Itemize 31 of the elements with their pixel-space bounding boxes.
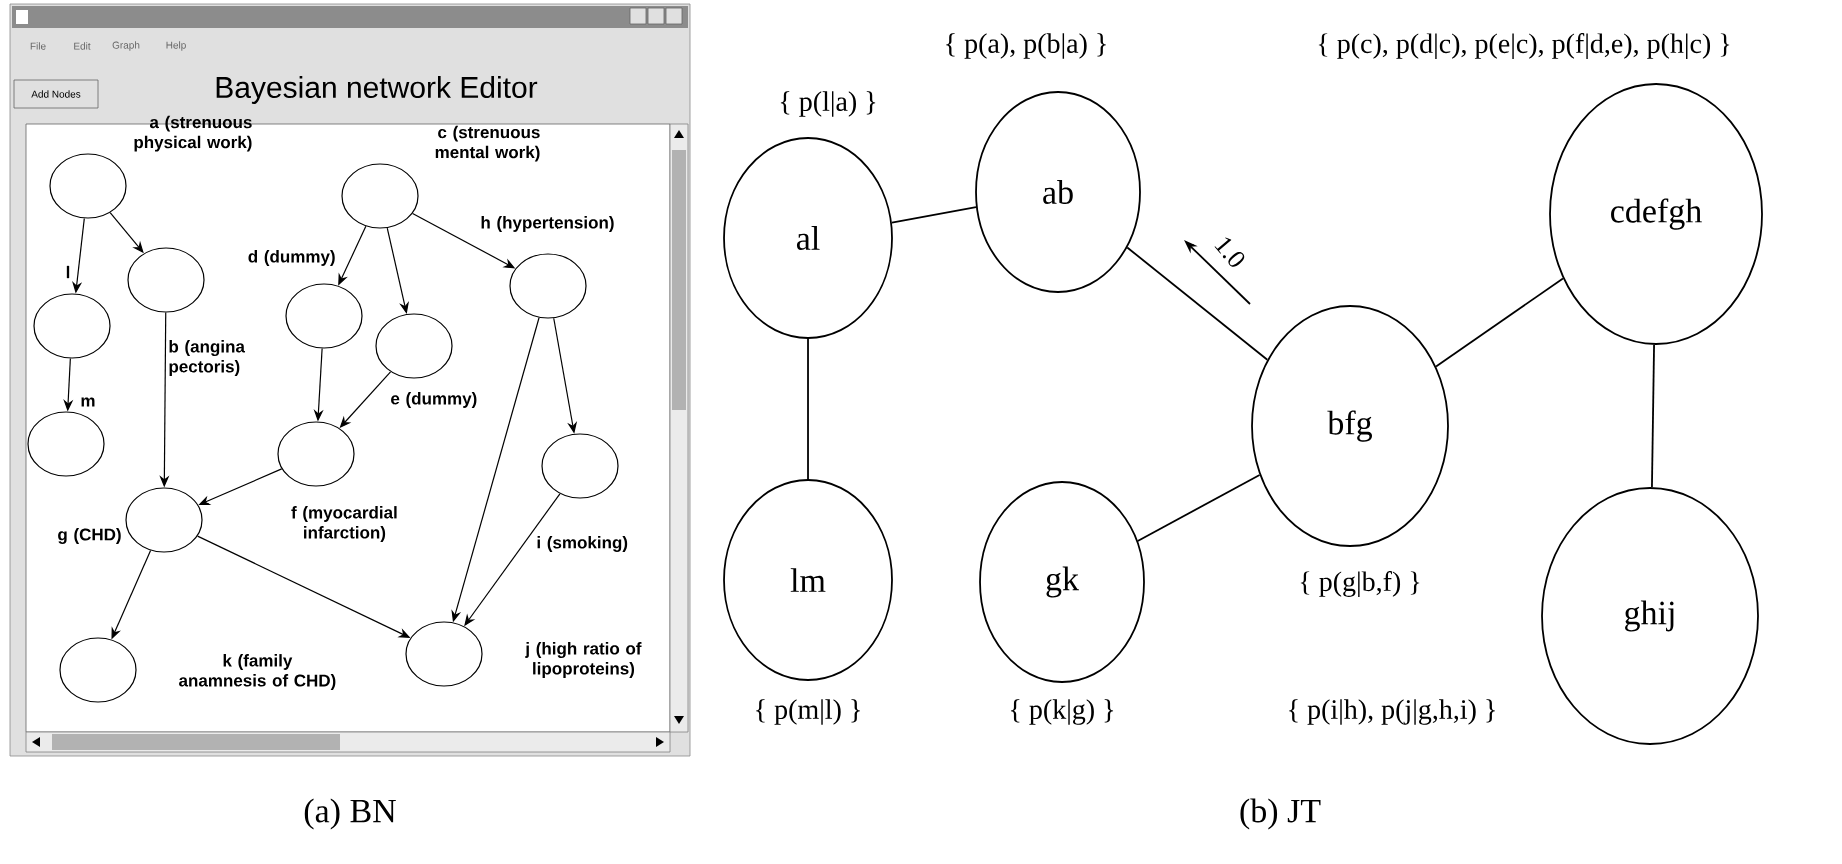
node-label: k (family anamnesis of CHD) — [179, 654, 336, 690]
probability-set: { p(l|a) } — [780, 91, 876, 117]
window-heading: Bayesian network Editor — [216, 76, 538, 104]
probability-set: { p(i|h), p(j|g,h,i) } — [1289, 699, 1495, 725]
connector-line — [1651, 344, 1655, 489]
node-label: c (strenuous mental work) — [435, 125, 540, 162]
node-label: m — [81, 397, 95, 407]
node-label: j (high ratio of lipoproteins) — [525, 642, 642, 678]
node-label: f (myocardial infarction) — [291, 506, 397, 542]
connector-line — [1435, 277, 1564, 368]
connector-line — [891, 206, 977, 224]
node-label: h (hypertension) — [481, 216, 614, 232]
caption: (a) BN — [304, 798, 396, 830]
probability-set: { p(m|l) } — [756, 699, 860, 725]
probability-set: { p(c), p(d|c), p(e|c), p(f|d,e), p(h|c) } — [1318, 33, 1730, 59]
arrow-label: 1.0 — [1214, 237, 1245, 267]
node-label: g (CHD) — [58, 528, 121, 544]
node-label: a (strenuous physical work) — [134, 115, 252, 152]
node-label: e (dummy) — [391, 392, 477, 408]
probability-set: { p(g|b,f) } — [1300, 571, 1420, 597]
probability-set: { p(a), p(b|a) } — [946, 33, 1106, 59]
connector-line — [1126, 246, 1269, 361]
connector-line — [1136, 474, 1261, 542]
probability-set: { p(k|g) } — [1011, 699, 1114, 725]
caption: (b) JT — [1240, 798, 1321, 830]
node-label: i (smoking) — [537, 536, 628, 552]
node-label: d (dummy) — [248, 250, 335, 266]
arrow — [386, 227, 410, 314]
connector-line — [807, 338, 809, 480]
node-label: l — [66, 265, 70, 279]
node-label: b (angina pectoris) — [169, 340, 245, 376]
